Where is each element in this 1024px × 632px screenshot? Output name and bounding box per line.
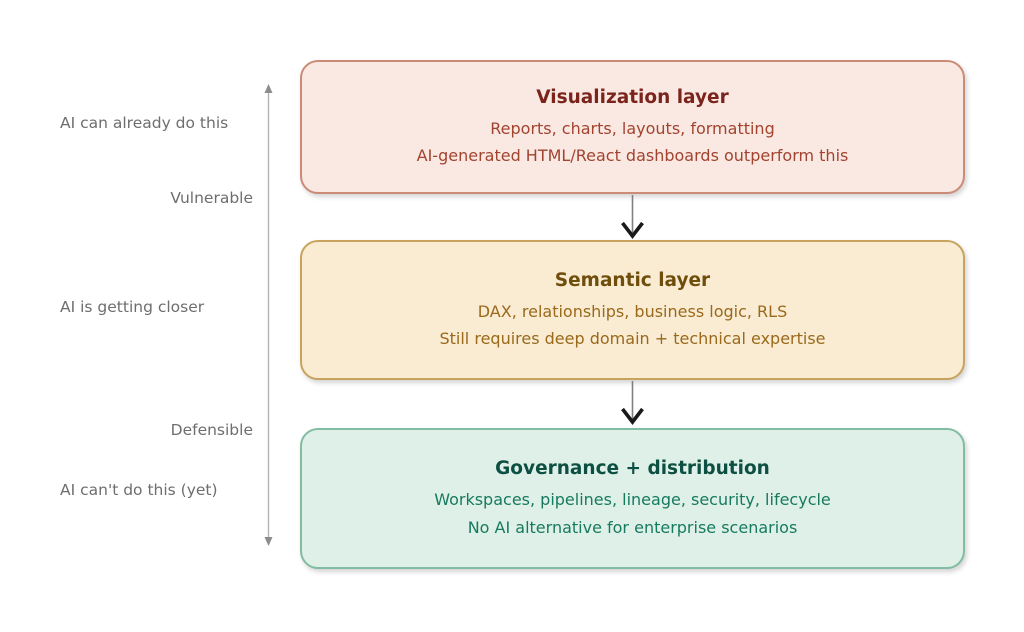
visualization-layer-box: Visualization layer Reports, charts, lay…: [300, 60, 965, 194]
axis-label-ai-getting-closer: AI is getting closer: [60, 298, 205, 316]
governance-layer-title: Governance + distribution: [495, 458, 770, 479]
semantic-layer-box: Semantic layer DAX, relationships, busin…: [300, 240, 965, 380]
down-arrow-icon: [621, 195, 644, 239]
visualization-layer-line1: Reports, charts, layouts, formatting: [490, 118, 775, 138]
semantic-layer-title: Semantic layer: [554, 269, 711, 291]
semantic-layer-line2: Still requires deep domain + technical e…: [439, 329, 826, 348]
visualization-layer-title: Visualization layer: [536, 86, 729, 108]
spectrum-axis-arrow-icon: [264, 84, 273, 546]
down-arrow-icon: [621, 381, 644, 425]
axis-label-ai-cant-do: AI can't do this (yet): [60, 481, 218, 499]
governance-layer-box: Governance + distribution Workspaces, pi…: [300, 428, 965, 569]
visualization-layer-line2: AI-generated HTML/React dashboards outpe…: [416, 146, 849, 165]
semantic-layer-line1: DAX, relationships, business logic, RLS: [477, 301, 788, 321]
axis-label-defensible: Defensible: [170, 421, 253, 439]
axis-label-vulnerable: Vulnerable: [170, 189, 253, 207]
axis-label-ai-can-do: AI can already do this: [60, 114, 229, 132]
governance-layer-line1: Workspaces, pipelines, lineage, security…: [434, 490, 831, 509]
governance-layer-line2: No AI alternative for enterprise scenari…: [467, 517, 798, 537]
